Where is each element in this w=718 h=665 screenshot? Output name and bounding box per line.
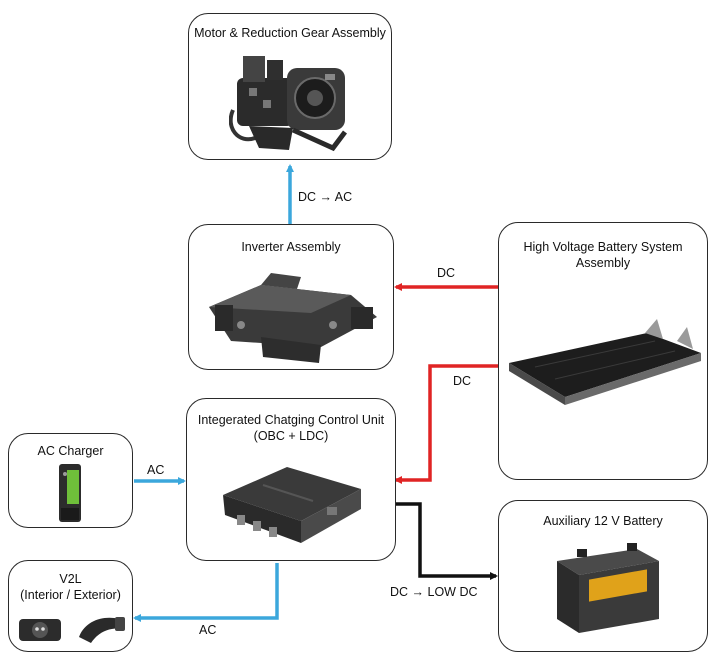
edge-label-dc-ac: DC → AC [298,190,353,204]
iccu-title-line2: (OBC + LDC) [253,429,329,443]
motor-gear-icon [229,56,347,152]
v2l-title: V2L (Interior / Exterior) [9,571,132,603]
iccu-unit-icon [223,467,361,543]
battery-pack-icon [509,319,701,405]
motor-assembly-box: Motor & Reduction Gear Assembly [188,13,392,160]
hv-battery-title: High Voltage Battery System Assembly [499,239,707,271]
edge-label-dc-inverter: DC [437,266,456,280]
iccu-title-line1: Integerated Chatging Control Unit [197,413,385,427]
inverter-assembly-box: Inverter Assembly [188,224,394,370]
edge-label-dc-low-dc: DC → LOW DC [390,585,478,599]
v2l-interior-outlet-icon [19,619,61,641]
v2l-box: V2L (Interior / Exterior) [8,560,133,652]
hv-battery-title-line1: High Voltage Battery System [523,240,683,254]
edge-label-dc-iccu: DC [453,374,472,388]
ac-charger-icon [59,464,81,522]
ac-charger-box: AC Charger [8,433,133,528]
edge-iccu-to-aux [396,502,498,580]
edge-label-ac-v2l: AC [199,623,217,637]
hv-battery-title-line2: Assembly [575,256,631,270]
iccu-box: Integerated Chatging Control Unit (OBC +… [186,398,396,561]
hv-battery-box: High Voltage Battery System Assembly [498,222,708,480]
edge-iccu-to-v2l [133,563,279,622]
car-battery-icon [557,543,659,633]
edge-battery-iccu [394,362,504,484]
inverter-assembly-title: Inverter Assembly [241,240,341,254]
motor-assembly-title: Motor & Reduction Gear Assembly [194,26,386,40]
edge-label-ac-charger: AC [147,463,165,477]
inverter-icon [209,273,377,363]
aux-battery-box: Auxiliary 12 V Battery [498,500,708,652]
v2l-title-line1: V2L [59,572,82,586]
ac-charger-title: AC Charger [37,444,104,458]
iccu-title: Integerated Chatging Control Unit (OBC +… [187,412,395,444]
v2l-exterior-adapter-icon [79,617,125,643]
aux-battery-title: Auxiliary 12 V Battery [543,514,663,528]
v2l-title-line2: (Interior / Exterior) [20,588,121,602]
